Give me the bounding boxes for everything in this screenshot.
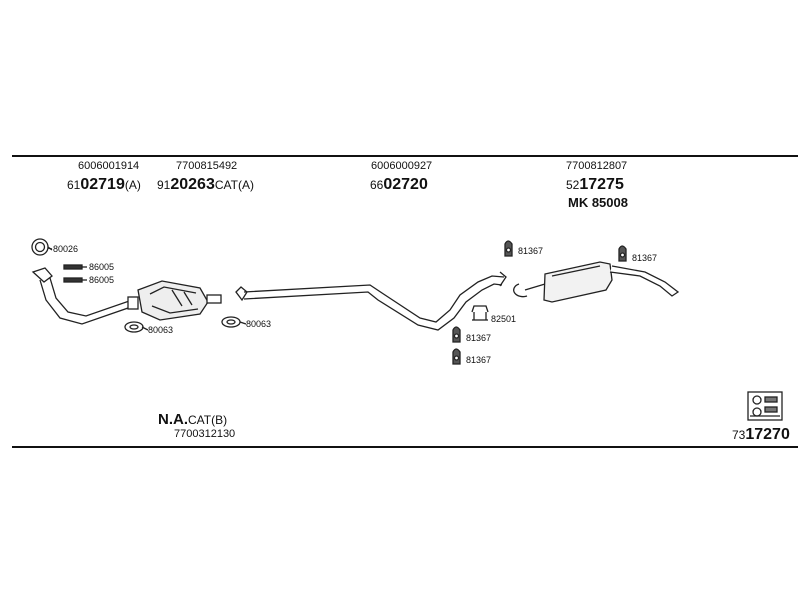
rear-silencer-part-number: 5217275	[566, 176, 624, 193]
callout-label: 86005	[89, 262, 115, 272]
callout-label: 81367	[466, 355, 492, 365]
oval-gasket-icon	[124, 321, 144, 333]
rubber-hanger-icon	[452, 326, 461, 343]
front-pipe	[31, 267, 133, 325]
callout-label: 81367	[466, 333, 492, 343]
callout-label: 80063	[246, 319, 272, 329]
clamp-icon	[471, 305, 489, 321]
rear-silencer-oem-number: 7700812807	[566, 160, 628, 172]
rubber-hanger-icon	[504, 240, 513, 257]
oval-gasket-icon	[221, 316, 241, 328]
complete-kit-number: 7317270	[732, 426, 790, 443]
catalyst-oem-number: 7700815492	[176, 160, 238, 172]
bolt-icon	[63, 264, 87, 270]
middle-pipe-part-number: 6602720	[370, 176, 428, 193]
front-pipe-part-number: 6102719(A)	[67, 176, 141, 193]
top-divider-line	[12, 155, 798, 157]
rear-silencer	[513, 261, 680, 303]
callout-label: 82501	[491, 314, 517, 324]
callout-label: 81367	[518, 246, 544, 256]
rubber-hanger-icon	[452, 348, 461, 365]
kit-box-icon	[747, 391, 783, 421]
catalyst-part-number: 9120263CAT(A)	[157, 176, 254, 193]
front-pipe-oem-number: 6006001914	[78, 160, 140, 172]
catalytic-converter	[127, 280, 222, 321]
callout-label: 80026	[53, 244, 79, 254]
callout-label: 81367	[632, 253, 658, 263]
callout-label: 80063	[148, 325, 174, 335]
na-catalyst-oem-number: 7700312130	[174, 428, 236, 440]
bottom-divider-line	[12, 446, 798, 448]
bolt-icon	[63, 277, 87, 283]
middle-pipe-oem-number: 6006000927	[371, 160, 433, 172]
middle-pipe	[235, 271, 507, 331]
mounting-kit-number: MK 85008	[568, 195, 628, 210]
rubber-hanger-icon	[618, 245, 627, 262]
na-catalyst-part-number: N.A.CAT(B)	[158, 411, 228, 428]
callout-label: 86005	[89, 275, 115, 285]
